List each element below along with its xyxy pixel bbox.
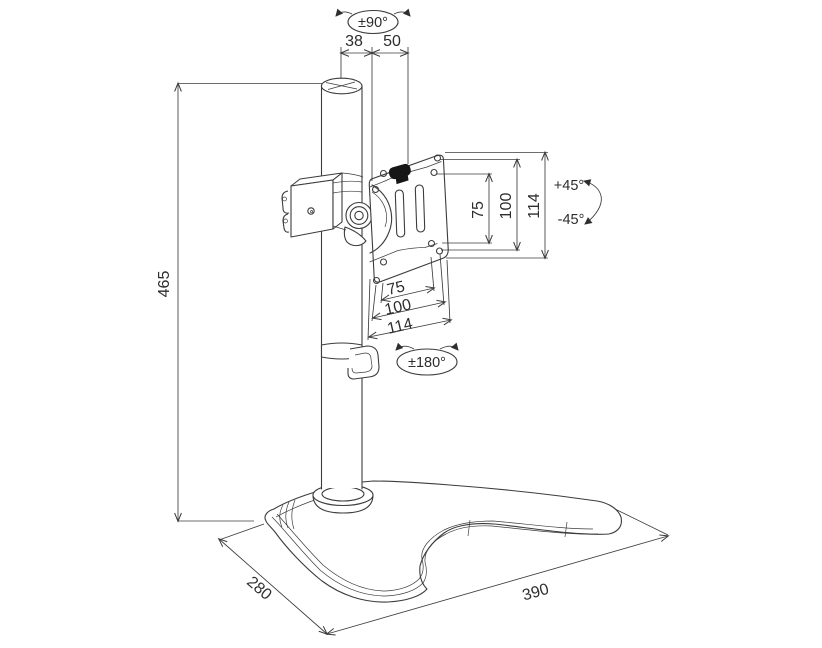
vh-dim-75 — [380, 285, 436, 303]
vesa-hole-tl2 — [379, 169, 388, 178]
plate-bottom-step-edge — [369, 243, 438, 263]
vesa-plate — [368, 154, 449, 285]
clamp-tab-upper — [281, 190, 290, 214]
rotation-label: ±180° — [408, 355, 446, 371]
tilt-bracket-arc-outer — [369, 184, 393, 254]
vesa-slot-right — [414, 184, 426, 233]
collar-line-3 — [341, 172, 364, 178]
vesa-hole-br — [427, 239, 436, 248]
swivel-label: ±90° — [358, 15, 388, 31]
dim-vesa-vertical: 75 100 114 — [436, 150, 549, 260]
clamp-screw-dot — [310, 210, 314, 214]
swivel-ellipse — [347, 9, 399, 35]
tilt-up-label: +45° — [554, 178, 584, 194]
dim-label-base-depth: 280 — [243, 573, 274, 603]
vh-label-75: 75 — [385, 278, 406, 299]
depth-dim-line — [217, 537, 329, 636]
vesa-hole-bl — [372, 276, 381, 285]
tilt-arrow-arc — [583, 179, 602, 225]
plate-outline — [368, 154, 449, 283]
vh-label-100: 100 — [383, 296, 413, 319]
swivel-arrow-left — [335, 8, 353, 17]
pole-body — [321, 86, 362, 488]
vesa-hole-tr2 — [430, 168, 438, 177]
rotation-arrow-left — [395, 342, 415, 351]
clamp-screw-hole — [307, 207, 315, 215]
tilt-joint — [332, 201, 373, 247]
clamp-tab-hole-2 — [283, 218, 288, 224]
dim-height: 465 — [156, 81, 322, 523]
clamp-tab-hole-1 — [282, 196, 287, 202]
dim-label-height: 465 — [156, 271, 173, 298]
cable-clip — [320, 342, 380, 380]
dim-top-offsets: 38 50 — [339, 33, 410, 181]
vh-label-114: 114 — [386, 315, 415, 337]
vh-ext-100-left — [371, 284, 377, 322]
pole-cap-mark-2 — [327, 81, 356, 90]
tilt-bracket-arc-inner — [371, 191, 387, 228]
dim-label-50: 50 — [383, 33, 401, 50]
vh-ext-100-right — [439, 253, 445, 306]
vesa-hole-tr — [433, 154, 442, 162]
rotation-arrow-right — [439, 342, 459, 351]
pole-boss — [312, 483, 374, 514]
plate-top-edge-right — [408, 161, 442, 173]
vesa-slot-left — [394, 189, 406, 238]
dim-base-width: 390 — [325, 508, 670, 636]
width-ext-line — [614, 508, 669, 536]
pole-clamp — [281, 172, 364, 238]
swivel-arrow-right — [393, 8, 411, 17]
dim-label-base-width: 390 — [521, 581, 551, 605]
dim-vesa-horizontal: 75 100 114 — [367, 253, 453, 341]
tilt-down-label: -45° — [558, 212, 585, 228]
depth-ext-line — [218, 523, 265, 541]
dim-label-38: 38 — [345, 33, 363, 50]
vesa-hole-tl — [371, 185, 380, 194]
base-tip-contour-2 — [285, 501, 290, 529]
vv-label-100: 100 — [498, 193, 515, 220]
vh-ext-114-right — [446, 259, 451, 324]
clip-hook-outer — [347, 345, 380, 380]
clamp-side-face — [332, 172, 343, 230]
rotation-range-badge: ±180° — [395, 342, 459, 376]
clip-hook-inner — [351, 352, 373, 374]
collar-line-2 — [332, 190, 363, 194]
vh-ext-114-left — [367, 278, 371, 341]
tilt-range-label: +45° -45° — [554, 178, 602, 228]
vv-label-114: 114 — [526, 193, 543, 219]
base-edge-tick-1 — [467, 519, 471, 537]
joint-latch — [343, 226, 367, 247]
base-tip-contour-3 — [291, 499, 296, 530]
vh-ext-75-right — [430, 256, 435, 292]
joint-link-line — [332, 225, 347, 231]
vv-label-75: 75 — [470, 201, 487, 219]
joint-bolt-ring — [349, 206, 369, 225]
knob-neck — [395, 172, 409, 185]
base-tip-contour-1 — [279, 504, 284, 528]
vh-dim-100 — [371, 299, 447, 321]
swivel-range-badge: ±90° — [335, 8, 411, 35]
vh-dim-114 — [367, 317, 453, 340]
pole — [320, 77, 363, 490]
joint-bolt-center — [354, 210, 364, 221]
vesa-hole-br2 — [435, 247, 444, 255]
width-dim-line — [325, 534, 670, 636]
rotation-ellipse — [396, 348, 458, 376]
collar-line-1 — [332, 180, 363, 184]
vesa-hole-bl2 — [379, 258, 388, 266]
